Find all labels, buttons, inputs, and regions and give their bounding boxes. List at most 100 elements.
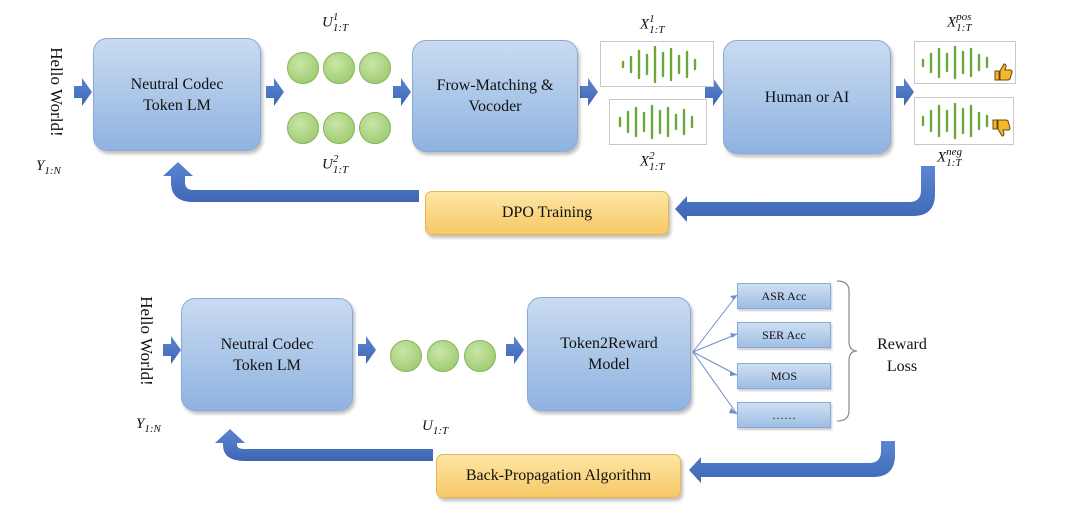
- feedback-arrow-bottom: [215, 429, 895, 483]
- top-input-text: Hello World!: [47, 47, 66, 137]
- token-label-sub: 1:T: [332, 164, 349, 176]
- waveform-icon: [921, 45, 989, 80]
- token-dot: [287, 52, 319, 84]
- token2reward-line2: Model: [588, 356, 630, 373]
- token-dot: [390, 340, 422, 372]
- waveform-positive: [914, 41, 1016, 84]
- token-dot: [464, 340, 496, 372]
- top-codec-lm-box: Neutral Codec Token LM: [93, 38, 261, 151]
- reward-loss-label: Reward Loss: [862, 334, 942, 378]
- thumbs-down-icon: [992, 119, 1011, 137]
- metric-connector: [692, 351, 738, 376]
- bottom-input-text: Hello World!: [137, 296, 156, 386]
- flow-arrow: [393, 78, 411, 106]
- flow-arrow: [74, 78, 92, 106]
- token-dot: [323, 112, 355, 144]
- flow-arrow: [580, 78, 598, 106]
- waveform-icon: [921, 102, 989, 140]
- wave-label-base: X: [640, 153, 650, 170]
- flow-arrow: [163, 336, 181, 364]
- top-vocoder-line1: Frow-Matching &: [436, 77, 554, 94]
- bottom-codec-lm-box: Neutral Codec Token LM: [181, 298, 353, 411]
- bottom-token-label-sub: 1:T: [432, 425, 449, 437]
- flow-arrow: [266, 78, 284, 106]
- feedback-arrow-left-segment: [163, 162, 419, 202]
- bottom-codec-lm-line1: Neutral Codec: [220, 335, 314, 353]
- metric-ser-acc: SER Acc: [737, 322, 831, 348]
- backprop-box: Back-Propagation Algorithm: [436, 454, 681, 498]
- feedback-arrow-left-segment: [215, 429, 433, 461]
- token2reward-model-box: Token2Reward Model: [527, 297, 691, 411]
- wave-label-sub: 1:T: [649, 161, 665, 173]
- backprop-label: Back-Propagation Algorithm: [465, 467, 652, 484]
- wave-label-base: X: [640, 16, 650, 33]
- waveform-icon: [621, 45, 697, 84]
- flow-arrow: [896, 78, 914, 106]
- top-codec-lm-line2: Token LM: [143, 96, 211, 114]
- top-vocoder-box: Frow-Matching & Vocoder: [412, 40, 578, 152]
- metric-asr-acc: ASR Acc: [737, 283, 831, 309]
- waveform-negative: [914, 97, 1014, 145]
- reward-loss-line2: Loss: [886, 358, 918, 375]
- metric-connector: [692, 294, 738, 353]
- neg-label-sub: 1:T: [946, 157, 962, 169]
- waveform-candidate-1: [600, 41, 714, 87]
- neg-label-sup: neg: [946, 146, 963, 158]
- metric-connectors: [692, 294, 738, 415]
- feedback-arrow-right-segment: [675, 166, 935, 222]
- flow-arrow: [358, 336, 376, 364]
- wave-label-sup: 1: [649, 13, 655, 25]
- top-codec-lm-line1: Neutral Codec: [130, 75, 224, 93]
- pos-label-base: X: [947, 14, 957, 31]
- wave-label-sup: 2: [649, 150, 655, 162]
- metric-arrowhead: [730, 295, 737, 300]
- metric-connector: [692, 333, 738, 353]
- token-dot: [287, 112, 319, 144]
- metric-arrowhead: [730, 333, 737, 338]
- token-dot: [359, 52, 391, 84]
- token-label-sub: 1:T: [332, 22, 349, 34]
- metrics-brace: [836, 280, 858, 422]
- top-vocoder-line2: Vocoder: [468, 98, 522, 115]
- feedback-arrow-top: [163, 162, 935, 222]
- flow-arrow: [705, 78, 723, 106]
- token-label-sup: 1: [332, 11, 339, 23]
- thumbs-up-icon: [994, 63, 1013, 81]
- metric-arrowheads: [729, 295, 737, 414]
- top-input-var-base: Y: [36, 158, 45, 174]
- pos-label-sub: 1:T: [956, 22, 972, 34]
- bottom-input-var-base: Y: [136, 416, 145, 432]
- bottom-token-label: U1:T: [422, 418, 448, 437]
- metric-arrowhead: [730, 371, 737, 376]
- bottom-codec-lm-line2: Token LM: [233, 356, 301, 374]
- token-label-base: U: [322, 14, 333, 31]
- reward-loss-line1: Reward: [877, 336, 927, 353]
- metric-mos: MOS: [737, 363, 831, 389]
- top-judge-label: Human or AI: [764, 88, 850, 106]
- dpo-training-label: DPO Training: [501, 204, 593, 221]
- token2reward-line1: Token2Reward: [560, 335, 658, 352]
- bottom-input-var: Y1:N: [136, 416, 161, 435]
- feedback-arrow-right-segment: [689, 441, 895, 483]
- token-dot: [323, 52, 355, 84]
- metric-arrowhead: [729, 408, 737, 414]
- dpo-training-box: DPO Training: [425, 191, 669, 235]
- metric-connector: [692, 351, 738, 415]
- token-dot: [427, 340, 459, 372]
- metric-more: ……: [737, 402, 831, 428]
- token-label-sup: 2: [332, 153, 339, 165]
- waveform-candidate-2: [609, 99, 707, 145]
- token-label-base: U: [322, 156, 333, 173]
- top-input-var: Y1:N: [36, 158, 61, 177]
- bottom-input-var-sub: 1:N: [144, 423, 161, 435]
- top-input-var-sub: 1:N: [44, 165, 61, 177]
- flow-arrows-bottom: [163, 336, 524, 364]
- flow-arrows-top: [74, 78, 914, 106]
